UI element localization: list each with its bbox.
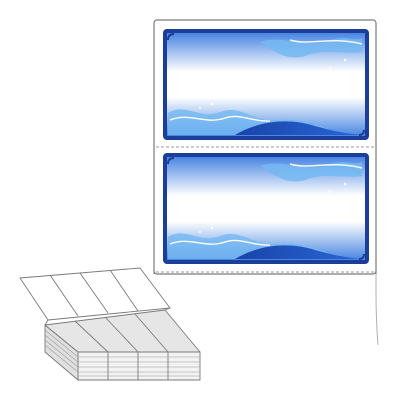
stack-top — [44, 309, 201, 353]
wave-label-icon — [163, 29, 369, 140]
stack-top-dividers — [74, 313, 169, 353]
stack-sheets — [44, 329, 200, 377]
label-corner — [167, 33, 175, 41]
label-sparkle — [329, 191, 331, 193]
label-sparkle — [343, 58, 347, 62]
label-corner — [358, 253, 365, 260]
label-sparkle — [210, 102, 214, 106]
fanfold-sheet-dividers — [49, 269, 139, 317]
liner-tail — [375, 274, 379, 346]
label-wave-top — [260, 38, 362, 58]
label-border — [163, 153, 369, 264]
label-wave-top — [289, 39, 363, 45]
stack-dividers — [107, 352, 169, 380]
label-wave-bottom — [235, 245, 362, 259]
label-corner — [167, 157, 175, 165]
fanfold-fold — [44, 307, 171, 326]
label-sparkle — [343, 182, 347, 186]
label-corner — [358, 129, 365, 136]
label-border — [163, 29, 369, 140]
label-wave-top — [289, 163, 363, 169]
fanfold-stack-icon — [19, 267, 201, 381]
wave-label-icon — [163, 153, 369, 264]
label-sparkle — [199, 107, 201, 109]
label-sparkle — [199, 231, 201, 233]
label-wave-bottom — [235, 121, 362, 135]
label-sparkle — [210, 226, 214, 230]
label-sparkle — [329, 67, 331, 69]
label-wave-bottom — [169, 115, 271, 122]
label-wave-top — [260, 162, 362, 182]
label-wave-bottom — [169, 239, 271, 246]
